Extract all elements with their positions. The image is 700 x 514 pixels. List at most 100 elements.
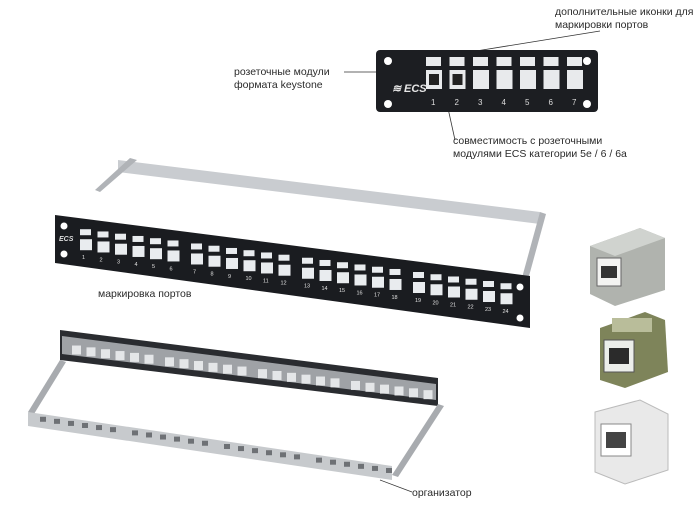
- port-number: 6: [170, 266, 173, 272]
- organizer-port: [316, 376, 325, 386]
- port-number: 5: [152, 264, 155, 270]
- organizer-slot: [372, 465, 378, 471]
- organizer-port: [165, 357, 174, 367]
- organizer-slot: [358, 463, 364, 469]
- keystone-port: [115, 243, 127, 255]
- port-number: 21: [450, 303, 456, 309]
- organizer-port: [208, 362, 218, 372]
- port-icon-slot: [191, 243, 202, 250]
- organizer-slot: [224, 444, 230, 450]
- port-icon-slot: [167, 240, 179, 247]
- keystone-port: [430, 284, 443, 296]
- port-icon-slot: [261, 252, 272, 259]
- keystone-grey-module: [590, 228, 665, 306]
- keystone-port: [243, 260, 256, 272]
- keystone-white-module: [594, 399, 669, 485]
- port-number: 19: [415, 298, 421, 304]
- keystone-port: [167, 250, 180, 262]
- organizer-slot: [146, 432, 152, 438]
- port-icon-slot: [567, 57, 582, 66]
- keystone-port: [97, 241, 110, 253]
- keystone-port: [302, 267, 314, 279]
- port-number: 7: [572, 98, 577, 107]
- extra-icons-label: дополнительные иконки для маркировки пор…: [555, 6, 694, 31]
- keystone-port: [448, 286, 460, 298]
- front-brand: ECS: [59, 236, 74, 243]
- brand-logo: ≋: [392, 83, 403, 95]
- organizer-port: [287, 372, 296, 382]
- organizer-port: [130, 352, 139, 362]
- port-number: 14: [322, 286, 328, 292]
- organizer-slot: [40, 416, 46, 422]
- keystone-olive-module: [600, 312, 668, 388]
- organizer-port: [86, 347, 96, 357]
- organizer-slot: [202, 440, 208, 446]
- organizer-slot: [82, 422, 88, 428]
- port-number: 8: [211, 272, 214, 278]
- port-number: 22: [468, 305, 474, 311]
- port-icon-slot: [473, 57, 488, 66]
- port-number: 23: [485, 307, 491, 313]
- keystone-port: [354, 274, 367, 286]
- keystone-port: [319, 269, 332, 281]
- port-number: 16: [357, 290, 363, 296]
- organizer-port: [301, 374, 311, 384]
- organizer-port: [223, 364, 232, 374]
- keystone-port: [567, 70, 583, 89]
- keystone-port: [543, 70, 560, 89]
- organizer-label: организатор: [412, 487, 472, 499]
- port-marking-label: маркировка портов: [98, 288, 192, 300]
- port-icon-slot: [430, 274, 442, 281]
- keystone-port: [208, 255, 221, 267]
- organizer-port: [330, 378, 340, 388]
- port-number: 11: [263, 278, 269, 284]
- organizer-slot: [54, 418, 60, 424]
- keystone-port: [500, 293, 513, 305]
- organizer-slot: [252, 448, 258, 454]
- port-icon-slot: [543, 57, 559, 66]
- organizer-slot: [294, 454, 300, 460]
- organizer-port: [115, 351, 125, 361]
- keystone-port: [520, 70, 536, 89]
- keystone-port: [483, 290, 495, 302]
- organizer-slot: [316, 457, 322, 463]
- port-icon-slot: [520, 57, 535, 66]
- organizer-slot: [96, 425, 102, 431]
- port-icon-slot: [278, 254, 290, 261]
- organizer-slot: [238, 446, 244, 452]
- organizer-port: [258, 369, 267, 379]
- port-number: 5: [525, 98, 530, 107]
- port-icon-slot: [389, 268, 401, 275]
- port-number: 1: [82, 255, 85, 261]
- port-number: 10: [246, 276, 252, 282]
- port-icon-slot: [226, 247, 237, 254]
- keystone-modules-label: розеточные модули формата keystone: [234, 66, 330, 91]
- port-icon-slot: [115, 233, 126, 240]
- port-icon-slot: [426, 57, 441, 66]
- organizer-port: [380, 384, 389, 394]
- organizer-port: [194, 361, 203, 371]
- organizer-slot: [110, 427, 116, 433]
- organizer-port: [144, 354, 154, 364]
- organizer-slot: [68, 420, 74, 426]
- keystone-port: [473, 70, 489, 89]
- organizer-port: [409, 388, 418, 398]
- port-icon-slot: [500, 283, 512, 290]
- keystone-port: [132, 245, 145, 257]
- organizer-slot: [280, 452, 286, 458]
- keystone-port: [191, 253, 203, 265]
- port-number: 24: [503, 309, 509, 315]
- keystone-port: [226, 257, 238, 269]
- port-number: 7: [193, 269, 196, 275]
- organizer-slot: [266, 450, 272, 456]
- organizer-port: [394, 386, 404, 396]
- port-number: 20: [433, 300, 439, 306]
- port-number: 6: [549, 98, 554, 107]
- port-icon-slot: [354, 264, 366, 271]
- organizer-slot: [330, 459, 336, 465]
- organizer-port: [72, 345, 81, 355]
- organizer-port: [365, 382, 375, 392]
- port-icon-slot: [372, 266, 383, 273]
